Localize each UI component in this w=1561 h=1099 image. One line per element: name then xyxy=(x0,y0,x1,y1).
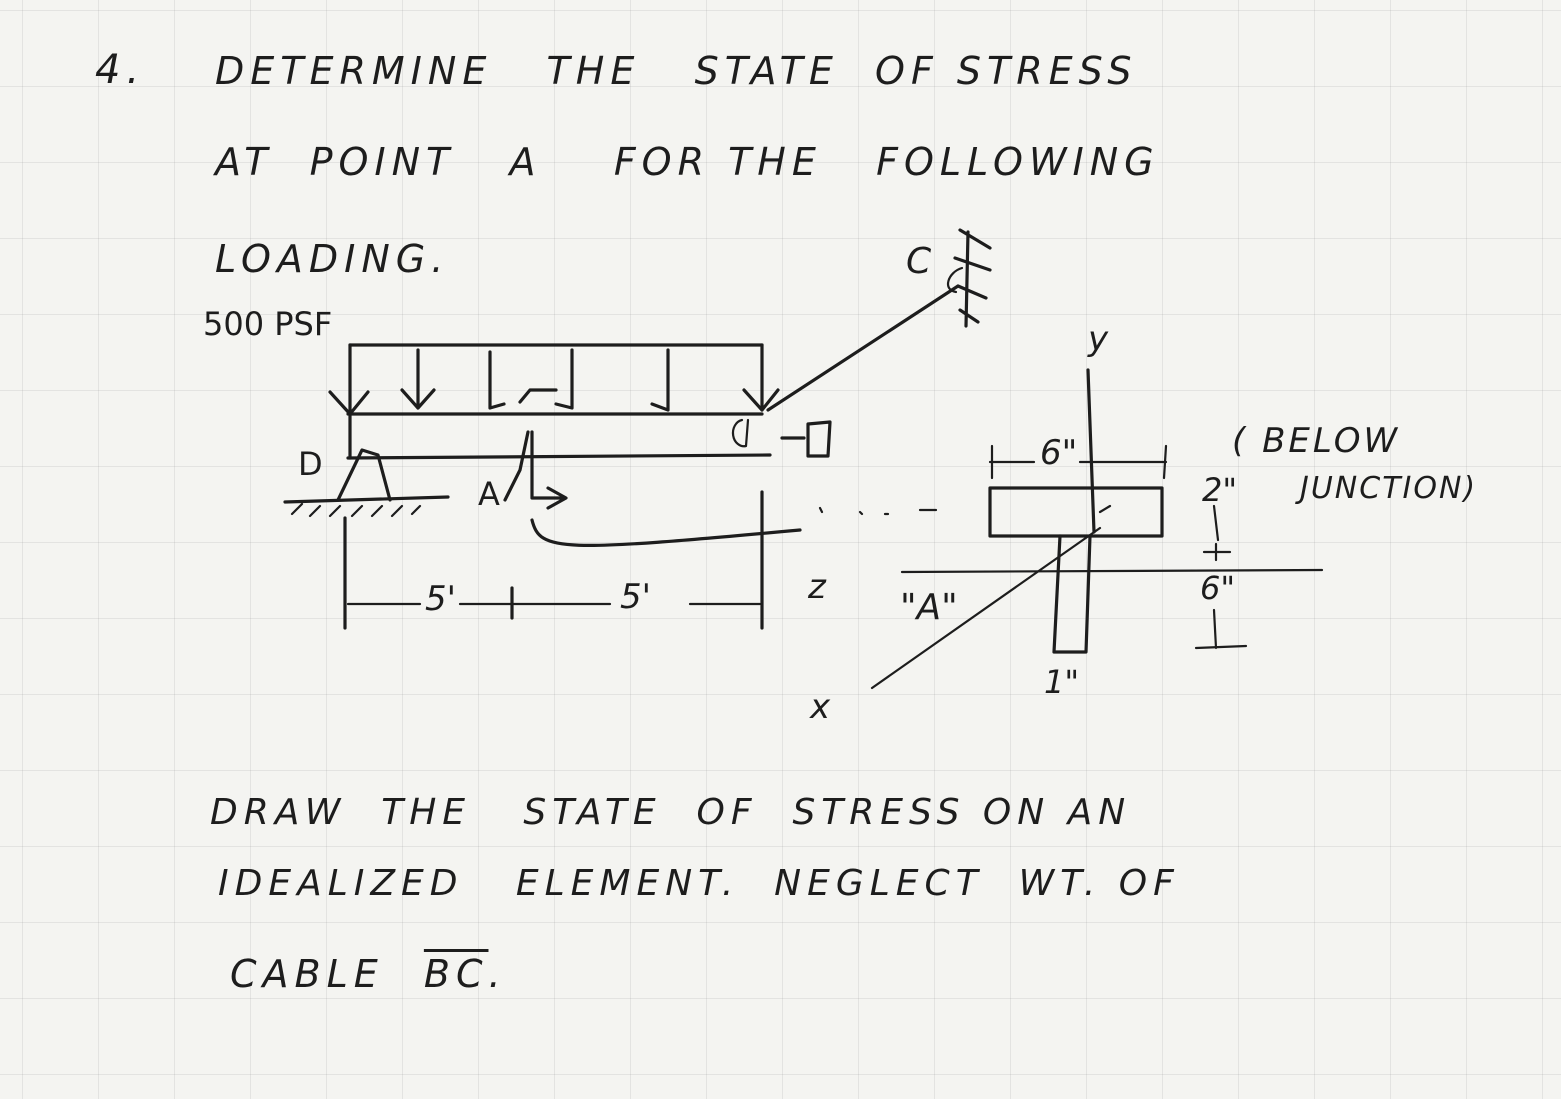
section-point-a-label: "A" xyxy=(900,587,958,628)
instruction-line-2: IDEALIZED ELEMENT. NEGLECT WT. OF xyxy=(218,863,1180,904)
axis-x-line xyxy=(870,526,1102,690)
ground-hatch xyxy=(290,502,422,518)
flange-depth-label: 2" xyxy=(1202,471,1238,509)
section-note-line-2: JUNCTION) xyxy=(1300,471,1478,506)
support-d-label: D xyxy=(298,445,323,483)
dim-flange-depth xyxy=(1212,504,1220,542)
tee-web xyxy=(1052,534,1092,654)
flange-width-label: 6" xyxy=(1040,433,1078,473)
span-left-label: 5' xyxy=(425,579,456,619)
instruction-cable-word: CABLE xyxy=(230,952,384,996)
axis-z-line xyxy=(900,568,1324,574)
axis-z-label: z xyxy=(808,567,826,607)
load-label: 500 PSF xyxy=(203,305,333,343)
axis-x-label: x xyxy=(810,687,831,727)
section-note-line-1: ( BELOW xyxy=(1232,421,1401,461)
tee-flange xyxy=(988,486,1164,538)
instruction-line-3: CABLE BC. xyxy=(230,955,507,993)
axis-y-line xyxy=(1086,368,1096,534)
web-width-label: 1" xyxy=(1044,663,1080,701)
problem-line-2: AT POINT A FOR THE FOLLOWING xyxy=(215,140,1160,184)
pin-support-d xyxy=(336,448,392,502)
problem-line-3: LOADING. xyxy=(215,237,450,281)
ground-line xyxy=(283,495,450,504)
cable-anchor-c-label: C xyxy=(906,241,932,282)
problem-number: 4. xyxy=(95,47,146,93)
cable-bc xyxy=(766,284,960,412)
span-right-label: 5' xyxy=(620,577,651,617)
dim-web-depth xyxy=(1194,542,1248,650)
instruction-member-bc: BC xyxy=(423,952,489,996)
instruction-line-1: DRAW THE STATE OF STRESS ON AN xyxy=(210,792,1132,833)
beam-bottom xyxy=(346,453,772,460)
web-depth-label: 6" xyxy=(1200,569,1236,607)
end-b-hook xyxy=(780,420,832,458)
pin-b xyxy=(731,418,750,448)
wall-c xyxy=(953,228,992,328)
problem-line-1: DETERMINE THE STATE OF STRESS xyxy=(215,49,1138,93)
point-a-label: A xyxy=(478,475,500,513)
axis-y-label: y xyxy=(1088,319,1109,359)
load-arrows xyxy=(328,343,780,416)
dim-flange-width xyxy=(988,444,1168,480)
section-centroid-marks xyxy=(818,504,1112,516)
section-cut-a xyxy=(503,430,802,548)
cable-anchor-loop xyxy=(946,266,964,294)
instruction-period: . xyxy=(488,952,507,996)
end-b-label: B xyxy=(808,420,809,421)
